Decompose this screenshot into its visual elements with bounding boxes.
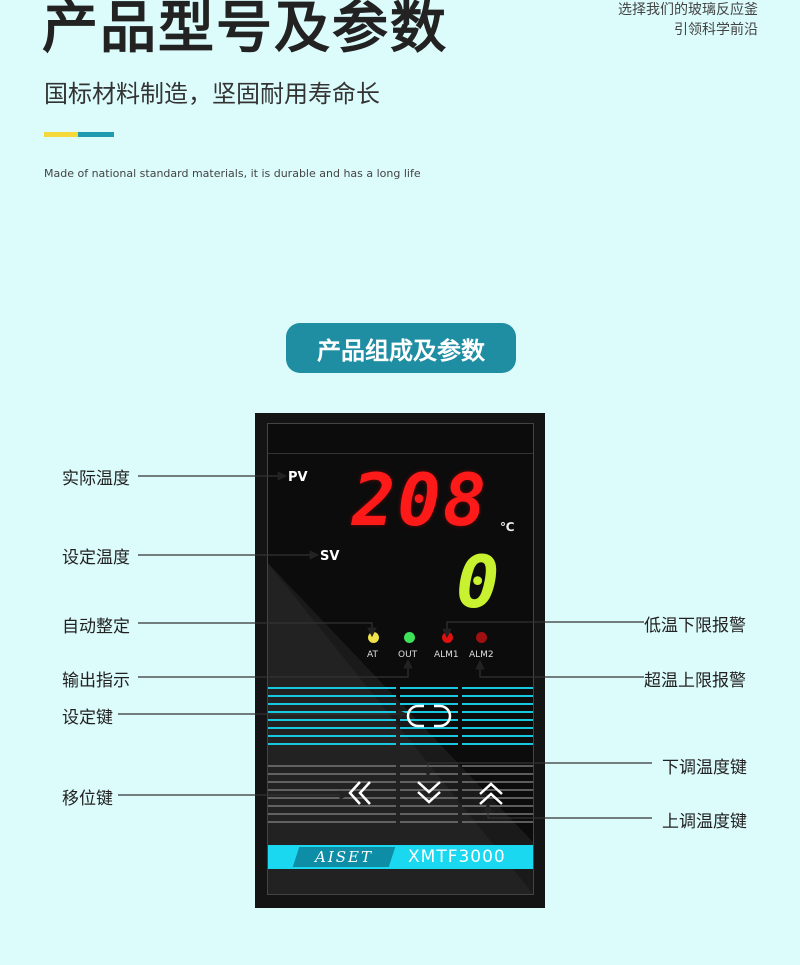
panel-top-strip	[268, 424, 533, 454]
led-alm1	[442, 632, 453, 643]
led-out-label: OUT	[398, 650, 418, 660]
sv-display: 0	[456, 540, 500, 624]
slogan-line-2: 引领科学前沿	[674, 22, 758, 38]
brand-name: AISET	[315, 848, 373, 866]
down-key[interactable]	[400, 762, 458, 824]
label-output-indicator: 输出指示	[62, 671, 130, 691]
label-actual-temp: 实际温度	[62, 469, 130, 489]
set-key[interactable]	[400, 684, 458, 748]
page-title: 产品型号及参数	[42, 0, 448, 61]
up-key[interactable]	[462, 762, 520, 824]
label-up-key: 上调温度键	[662, 812, 747, 832]
led-at	[368, 632, 379, 643]
led-alm2-label: ALM2	[469, 650, 494, 660]
led-out	[404, 632, 415, 643]
label-down-key: 下调温度键	[662, 758, 747, 778]
label-auto-tune: 自动整定	[62, 617, 130, 637]
set-loop-icon	[406, 704, 452, 728]
english-subtitle: Made of national standard materials, it …	[44, 167, 421, 180]
top-right-slogan: 选择我们的玻璃反应釜 引领科学前沿	[618, 0, 758, 40]
double-chevron-down-icon	[417, 781, 441, 804]
label-shift-key: 移位键	[62, 789, 113, 809]
label-low-alarm: 低温下限报警	[644, 616, 746, 636]
controller-panel: PV 208 ℃ SV 0 AT OUT ALM1 ALM2	[267, 423, 534, 895]
label-set-key: 设定键	[62, 708, 113, 728]
slogan-line-1: 选择我们的玻璃反应釜	[618, 2, 758, 18]
led-at-label: AT	[367, 650, 378, 660]
double-chevron-left-icon	[348, 781, 371, 805]
shift-key[interactable]	[338, 762, 396, 824]
sv-label: SV	[320, 549, 340, 564]
brand-strip: AISET XMTF3000	[268, 845, 533, 869]
section-title-pill: 产品组成及参数	[286, 323, 516, 373]
label-set-temp: 设定温度	[62, 548, 130, 568]
double-chevron-up-icon	[479, 782, 503, 805]
cyan-key-stripes	[268, 687, 533, 745]
brand-logo: AISET	[292, 847, 396, 867]
accent-bar	[44, 132, 114, 137]
led-alm1-label: ALM1	[434, 650, 459, 660]
label-high-alarm: 超温上限报警	[644, 671, 746, 691]
page-subtitle: 国标材料制造，坚固耐用寿命长	[44, 80, 380, 108]
model-number: XMTF3000	[408, 847, 506, 867]
led-alm2	[476, 632, 487, 643]
unit-celsius: ℃	[500, 520, 515, 534]
pv-display: 208	[352, 458, 489, 542]
key-row-top	[268, 684, 533, 748]
pv-label: PV	[288, 470, 308, 485]
